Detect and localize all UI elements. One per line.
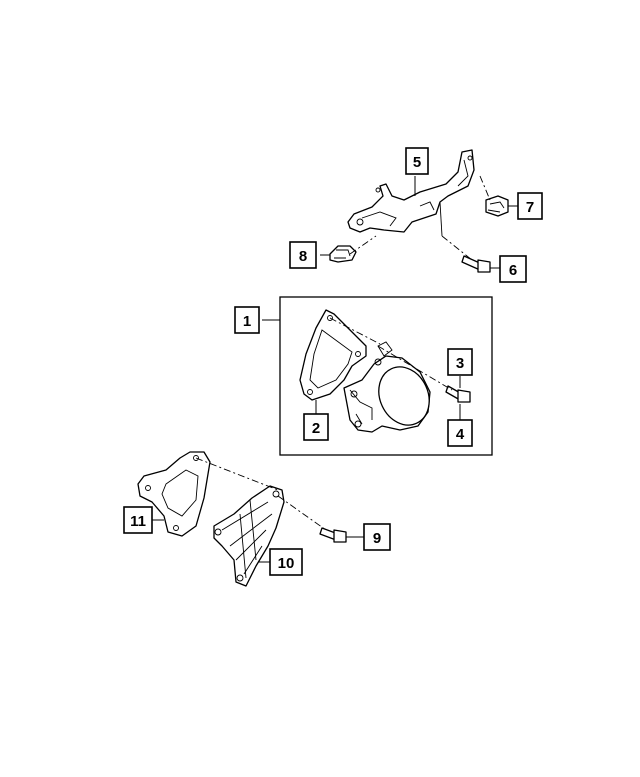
plate-part-11 (137, 451, 211, 537)
callout-10: 10 (269, 548, 303, 576)
callout-5: 5 (405, 147, 429, 175)
bracket-part (347, 149, 475, 237)
bolt-part-9 (319, 527, 347, 543)
svg-text:7: 7 (526, 199, 534, 216)
clip-part-8 (329, 245, 357, 263)
svg-text:6: 6 (509, 262, 517, 279)
callout-6: 6 (499, 255, 527, 283)
svg-text:4: 4 (456, 426, 465, 443)
svg-text:1: 1 (243, 313, 251, 330)
svg-text:11: 11 (130, 513, 146, 530)
clip-part-7 (485, 195, 509, 217)
callout-4: 4 (447, 419, 473, 447)
svg-text:9: 9 (373, 530, 381, 547)
callout-9: 9 (363, 523, 391, 551)
vacuum-pump-part (343, 341, 431, 433)
svg-text:5: 5 (413, 154, 421, 171)
svg-text:10: 10 (278, 555, 295, 572)
svg-text:8: 8 (299, 248, 307, 265)
svg-text:3: 3 (456, 355, 464, 372)
callout-7: 7 (517, 192, 543, 220)
callout-1: 1 (234, 306, 260, 334)
callout-11: 11 (123, 506, 153, 534)
callout-3: 3 (447, 348, 473, 376)
bolt-part-6 (461, 255, 491, 273)
svg-text:2: 2 (312, 420, 320, 437)
callout-8: 8 (289, 241, 317, 269)
gasket-part-2 (299, 309, 367, 401)
callout-2: 2 (303, 413, 329, 441)
bracket-part-10 (213, 485, 285, 587)
bolt-part-3 (445, 385, 471, 403)
assembly-frame (279, 296, 493, 456)
